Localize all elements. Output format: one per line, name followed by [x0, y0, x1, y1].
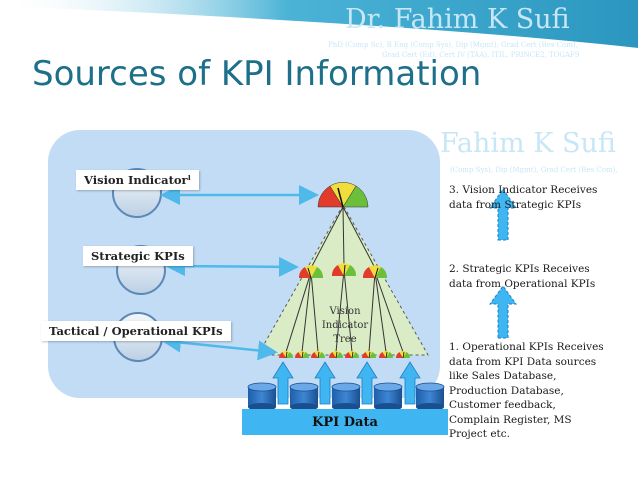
header-band: [0, 0, 638, 48]
operational-gauge: [396, 351, 410, 359]
step-2-text: 2. Strategic KPIs Receives data from Ope…: [449, 262, 595, 291]
data-feed-arrow: [272, 361, 294, 405]
watermark-credentials-2: Grad Cert (Ed), Cert IV (TAA), ITIL, PRI…: [382, 51, 580, 59]
vision-gauge: [317, 182, 369, 208]
watermark-name: Dr. Fahim K Sufi: [345, 4, 570, 35]
strategic-gauges: [298, 263, 388, 279]
step-1-text: 1. Operational KPIs Receives data from K…: [449, 340, 604, 442]
database-cylinder: [289, 382, 319, 411]
step-1-line: like Sales Database,: [449, 370, 557, 382]
strategic-gauge-1: [298, 265, 324, 279]
operational-gauge: [311, 351, 325, 359]
kpi-data-bar: KPI Data: [242, 409, 448, 435]
data-feed-arrow: [399, 361, 421, 405]
step-arrows: [489, 188, 517, 339]
data-feed-arrow: [314, 361, 336, 405]
step-3-line: data from Strategic KPIs: [449, 198, 582, 211]
tree-label-line3: Tree: [333, 334, 356, 345]
database-cylinder: [247, 382, 277, 411]
operational-gauge: [362, 351, 376, 359]
step-3-line: 3. Vision Indicator Receives: [449, 184, 598, 196]
watermark-credentials-1: PhD (Comp Sc), B Eng (Comp Sys), Dip (Mg…: [328, 41, 578, 49]
strategic-gauge-3: [362, 265, 388, 279]
watermark-credentials-secondary: (Comp Sys), Dip (Mgmt), Grad Cert (Res C…: [450, 166, 618, 174]
database-cylinder: [331, 382, 361, 411]
strategic-gauge-2: [331, 263, 357, 277]
database-cylinder: [373, 382, 403, 411]
connection-arrows: [160, 185, 319, 361]
operational-gauge: [329, 351, 343, 359]
tier-label-tactical: Tactical / Operational KPIs: [41, 321, 231, 341]
operational-gauge: [295, 351, 309, 359]
data-feed-arrow: [356, 361, 378, 405]
step-1-line: 1. Operational KPIs Receives: [449, 341, 604, 353]
operational-gauge: [379, 351, 393, 359]
tier-label-vision: Vision Indicatorˡ: [76, 170, 199, 190]
watermark-name-secondary: Fahim K Sufi: [440, 128, 616, 159]
step-2-line: data from Operational KPIs: [449, 277, 596, 290]
operational-gauge: [345, 351, 359, 359]
operational-gauge: [279, 351, 293, 359]
step-3-text: 3. Vision Indicator Receives data from S…: [449, 183, 597, 212]
tree-lines: [285, 206, 404, 353]
step-arrow-3: [489, 188, 517, 241]
arrow-strategic-link: [165, 256, 299, 277]
step-1-line: data from KPI Data sources: [449, 355, 597, 368]
step-1-line: Production Database,: [449, 384, 564, 397]
tree-label-line2: Indicator: [322, 320, 369, 331]
operational-gauges: [279, 351, 410, 359]
step-2-line: 2. Strategic KPIs Receives: [449, 263, 590, 275]
tree-label-line1: Vision: [328, 306, 361, 317]
step-arrow-2: [489, 285, 517, 339]
data-feed-arrows: [272, 361, 421, 405]
database-cylinder: [415, 382, 445, 411]
arrow-tactical-link: [161, 332, 278, 361]
step-1-line: Customer feedback,: [449, 399, 556, 411]
step-1-line: Complain Register, MS: [449, 413, 572, 426]
tier-label-strategic: Strategic KPIs: [83, 246, 193, 266]
step-1-line: Project etc.: [449, 428, 510, 440]
slide-title: Sources of KPI Information: [32, 54, 482, 94]
